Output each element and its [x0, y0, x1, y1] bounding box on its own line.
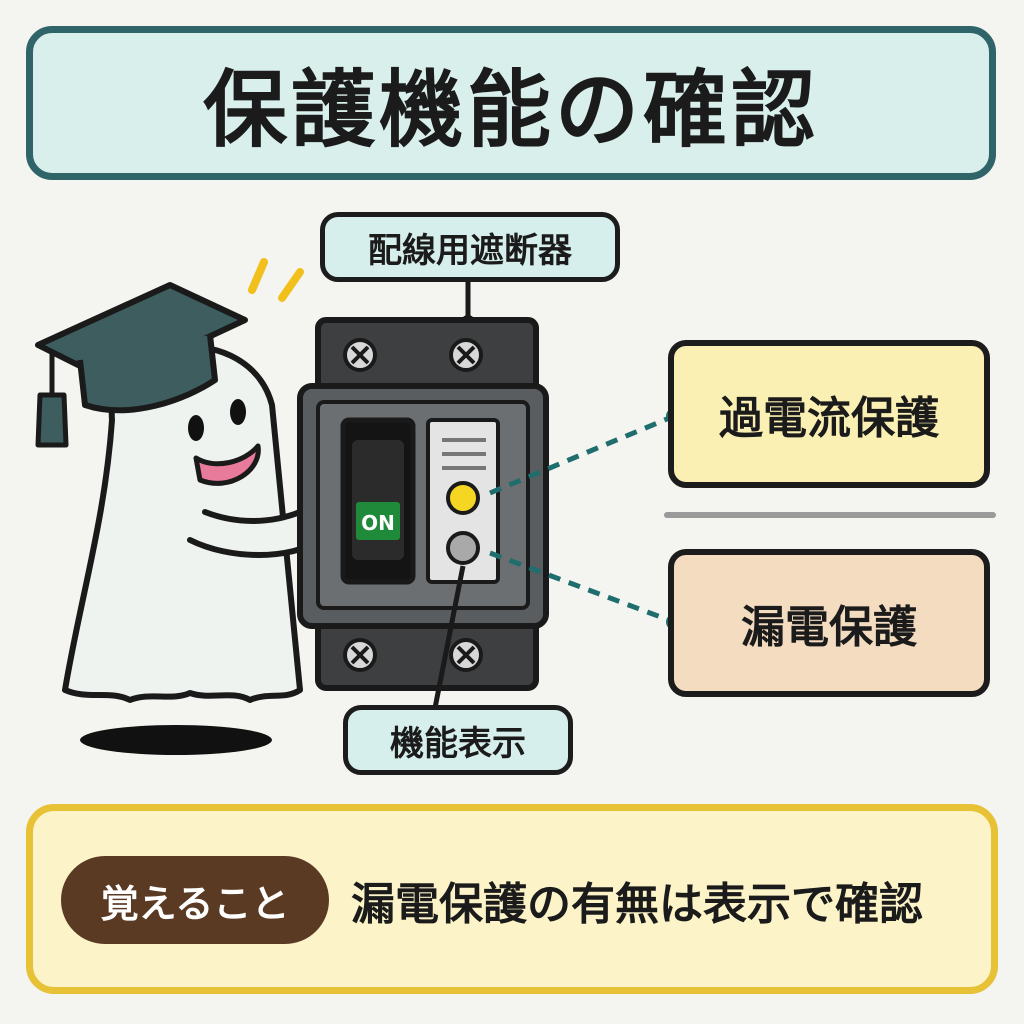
ghost-mascot — [62, 343, 303, 703]
section-divider — [664, 512, 996, 518]
screw-icon — [449, 338, 483, 372]
sparkle-icon — [278, 268, 304, 302]
earth-leakage-protection-label: 漏電保護 — [668, 549, 990, 697]
switch-on-label: ON — [361, 511, 395, 535]
graduation-cap-tassel-end — [35, 392, 69, 448]
ghost-shadow — [80, 725, 272, 755]
overcurrent-protection-label: 過電流保護 — [668, 340, 990, 488]
screw-icon — [343, 338, 377, 372]
memo-text: 漏電保護の有無は表示で確認 — [351, 879, 923, 930]
ghost-eye-left — [188, 415, 204, 441]
screw-icon — [449, 638, 483, 672]
ghost-eye-right — [230, 399, 246, 425]
overcurrent-indicator-lamp — [446, 481, 480, 515]
toggle-switch-lever — [352, 440, 404, 560]
earth-leakage-indicator-lamp — [446, 531, 480, 565]
title-banner: 保護機能の確認 — [26, 26, 996, 180]
graduation-cap-base — [77, 334, 218, 414]
ghost-mouth — [193, 443, 261, 486]
earth-leakage-connector — [489, 550, 675, 625]
on-indicator — [356, 502, 400, 540]
screw-icon — [343, 638, 377, 672]
memo-box: 覚えること 漏電保護の有無は表示で確認 — [26, 804, 998, 994]
function-display-label: 機能表示 — [343, 705, 573, 775]
page-title: 保護機能の確認 — [202, 60, 819, 159]
breaker-label: 配線用遮断器 — [320, 212, 620, 282]
memo-tag: 覚えること — [61, 856, 329, 944]
function-leader-line — [432, 565, 466, 709]
sparkle-icon — [248, 258, 268, 294]
